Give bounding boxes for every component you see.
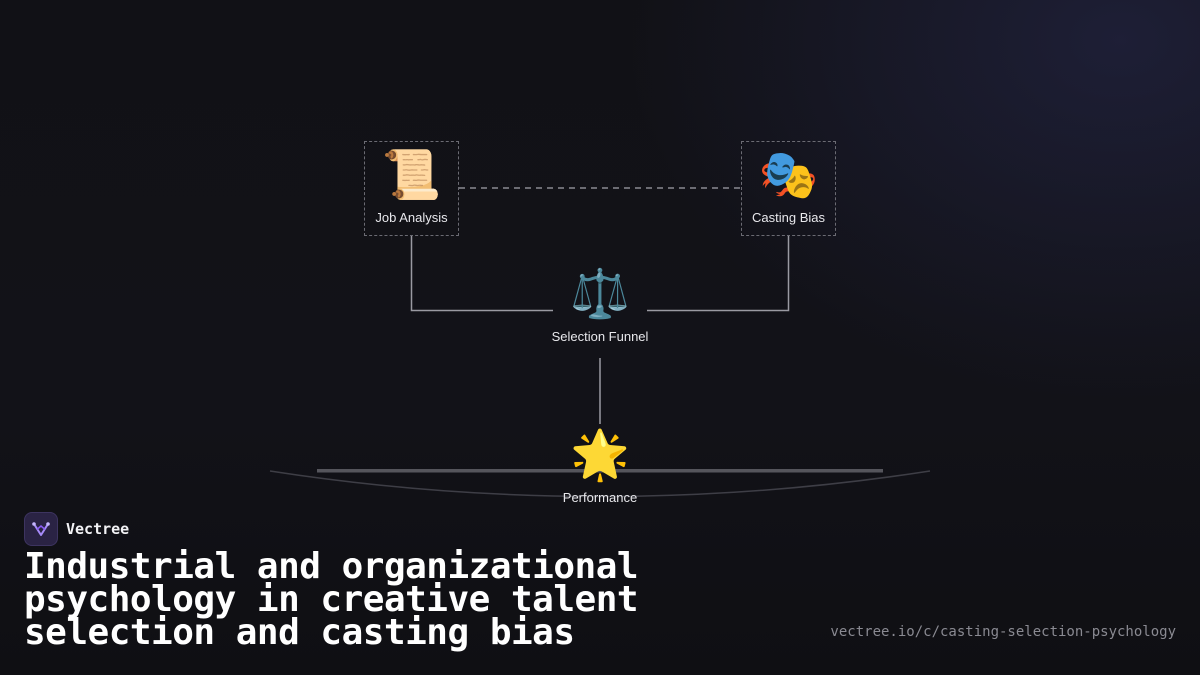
stage-platform — [317, 469, 883, 473]
stage-arc — [269, 470, 931, 498]
node-label-job-analysis: Job Analysis — [375, 210, 448, 225]
page-title: Industrial and organizational psychology… — [24, 546, 639, 653]
vectree-logo-icon — [24, 512, 58, 546]
connector-job-to-funnel — [410, 236, 553, 312]
node-casting-bias[interactable]: 🎭 Casting Bias — [741, 141, 836, 236]
node-selection-funnel[interactable]: ⚖️ Selection Funnel — [540, 262, 660, 358]
node-label-performance: Performance — [562, 490, 638, 505]
scroll-icon: 📜 — [381, 147, 442, 203]
source-url[interactable]: vectree.io/c/casting-selection-psycholog… — [830, 624, 1176, 640]
node-performance[interactable]: 🌟 Performance — [540, 424, 660, 520]
connector-casting-to-funnel — [647, 236, 790, 312]
node-job-analysis[interactable]: 📜 Job Analysis — [364, 141, 459, 236]
performing-arts-masks-icon: 🎭 — [758, 147, 819, 203]
node-label-selection-funnel: Selection Funnel — [551, 329, 649, 344]
node-label-casting-bias: Casting Bias — [752, 210, 825, 225]
brand-name: Vectree — [66, 520, 130, 538]
glowing-star-icon: 🌟 — [570, 427, 630, 483]
brand: Vectree — [24, 512, 129, 546]
balance-scale-icon: ⚖️ — [570, 266, 630, 322]
